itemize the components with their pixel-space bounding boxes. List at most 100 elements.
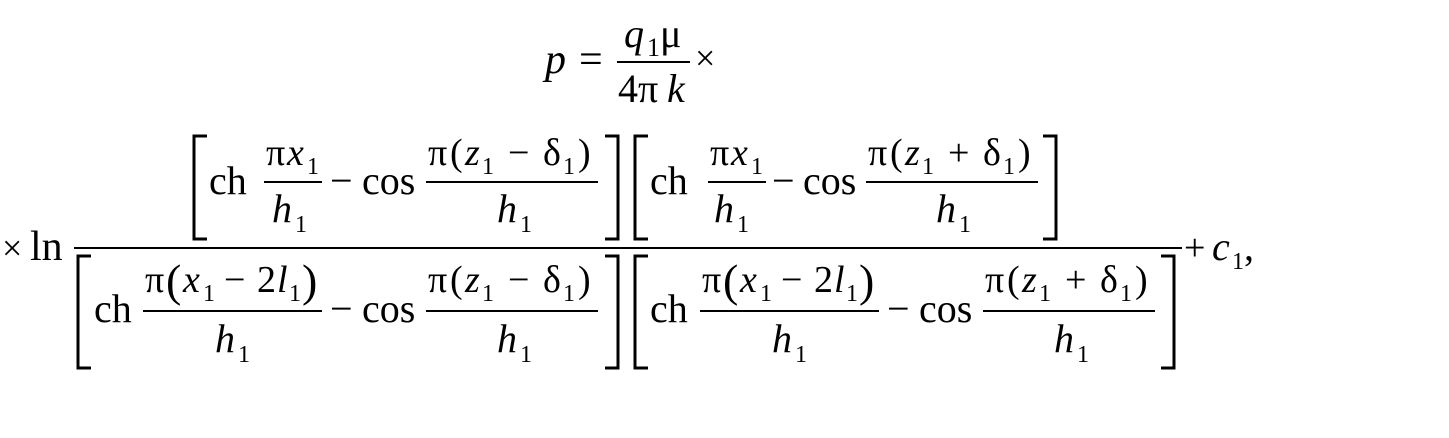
times-sign: × [695,38,715,78]
minus-sign: − [772,158,795,203]
minus-sign: − [224,259,245,301]
right-paren: ) [302,255,317,306]
subscript-1: 1 [520,342,532,368]
ch-function: ch [650,158,688,203]
comma: , [1244,224,1254,269]
symbol-pi: π [428,259,447,301]
right-paren: ) [859,255,874,306]
var-h: h [497,186,517,231]
plus-sign: + [1065,259,1086,301]
var-p: p [542,37,566,83]
var-h: h [215,316,235,361]
subscript-1: 1 [751,154,763,180]
subscript-1: 1 [520,212,532,238]
subscript-1: 1 [482,154,494,180]
subscript-1: 1 [1120,281,1132,307]
var-x: x [286,132,304,174]
symbol-pi: π [428,132,447,174]
left-paren: ( [450,259,463,301]
subscript-1: 1 [289,281,301,307]
minus-sign: − [330,158,353,203]
times-sign: × [2,228,22,268]
ch-function: ch [650,286,688,331]
equals-sign: = [579,37,603,83]
left-bracket [633,134,648,241]
minus-sign: − [508,259,529,301]
left-paren: ( [890,132,903,174]
subscript-1: 1 [295,212,307,238]
var-x: x [739,259,757,301]
var-z: z [1021,259,1037,301]
subscript-1: 1 [760,281,772,307]
var-l: l [277,259,288,301]
formula-top-line: p = q 1 μ 4π k × [542,11,715,111]
subscript-1: 1 [238,342,250,368]
left-paren: ( [166,255,181,306]
symbol-pi: π [145,259,164,301]
cos-function: cos [362,286,415,331]
left-paren: ( [1007,259,1020,301]
minus-sign: − [781,259,802,301]
var-c: c [1212,224,1230,269]
symbol-pi: π [702,259,721,301]
left-bracket [76,254,91,370]
right-paren: ) [1135,259,1148,301]
cos-function: cos [803,158,856,203]
den-4pi: 4π [618,66,658,111]
right-bracket [1161,254,1176,370]
digit-2: 2 [257,259,276,301]
digit-2: 2 [814,259,833,301]
ch-function: ch [94,286,132,331]
var-z: z [464,259,480,301]
subscript-1: 1 [846,281,858,307]
right-bracket [605,254,620,370]
var-x: x [182,259,200,301]
ch-function: ch [209,158,247,203]
subscript-1: 1 [1039,281,1051,307]
symbol-pi: π [868,132,887,174]
var-h: h [1054,316,1074,361]
var-h: h [497,316,517,361]
symbol-pi: π [710,132,729,174]
var-h: h [272,186,292,231]
left-bracket [192,134,207,241]
var-l: l [834,259,845,301]
right-paren: ) [578,259,591,301]
var-z: z [464,132,480,174]
symbol-delta: δ [983,132,1001,174]
cos-function: cos [919,286,972,331]
var-q: q [624,11,644,56]
subscript-1: 1 [307,154,319,180]
var-k: k [667,66,686,111]
subscript-1: 1 [795,342,807,368]
subscript-1: 1 [1077,342,1089,368]
left-paren: ( [723,255,738,306]
subscript-1: 1 [563,154,575,180]
symbol-delta: δ [543,132,561,174]
subscript-1: 1 [482,281,494,307]
right-bracket [1043,134,1058,241]
var-h: h [936,186,956,231]
formula-tail: + c 1 , [1184,224,1254,275]
symbol-mu: μ [660,11,681,56]
denominator: ch π ( x 1 − 2 l 1 ) h 1 − cos π ( z 1 −… [76,254,1176,370]
plus-sign: + [1184,227,1205,269]
var-h: h [714,186,734,231]
symbol-pi: π [266,132,285,174]
subscript-1: 1 [203,281,215,307]
minus-sign: − [508,132,529,174]
right-paren: ) [578,132,591,174]
cos-function: cos [362,158,415,203]
left-bracket [633,254,648,370]
symbol-delta: δ [1100,259,1118,301]
subscript-1: 1 [959,212,971,238]
symbol-delta: δ [543,259,561,301]
formula-main-prefix: × ln [2,224,63,270]
subscript-1: 1 [1232,249,1244,275]
plus-sign: + [948,132,969,174]
subscript-1: 1 [737,212,749,238]
ln-operator: ln [30,224,63,270]
minus-sign: − [330,286,353,331]
